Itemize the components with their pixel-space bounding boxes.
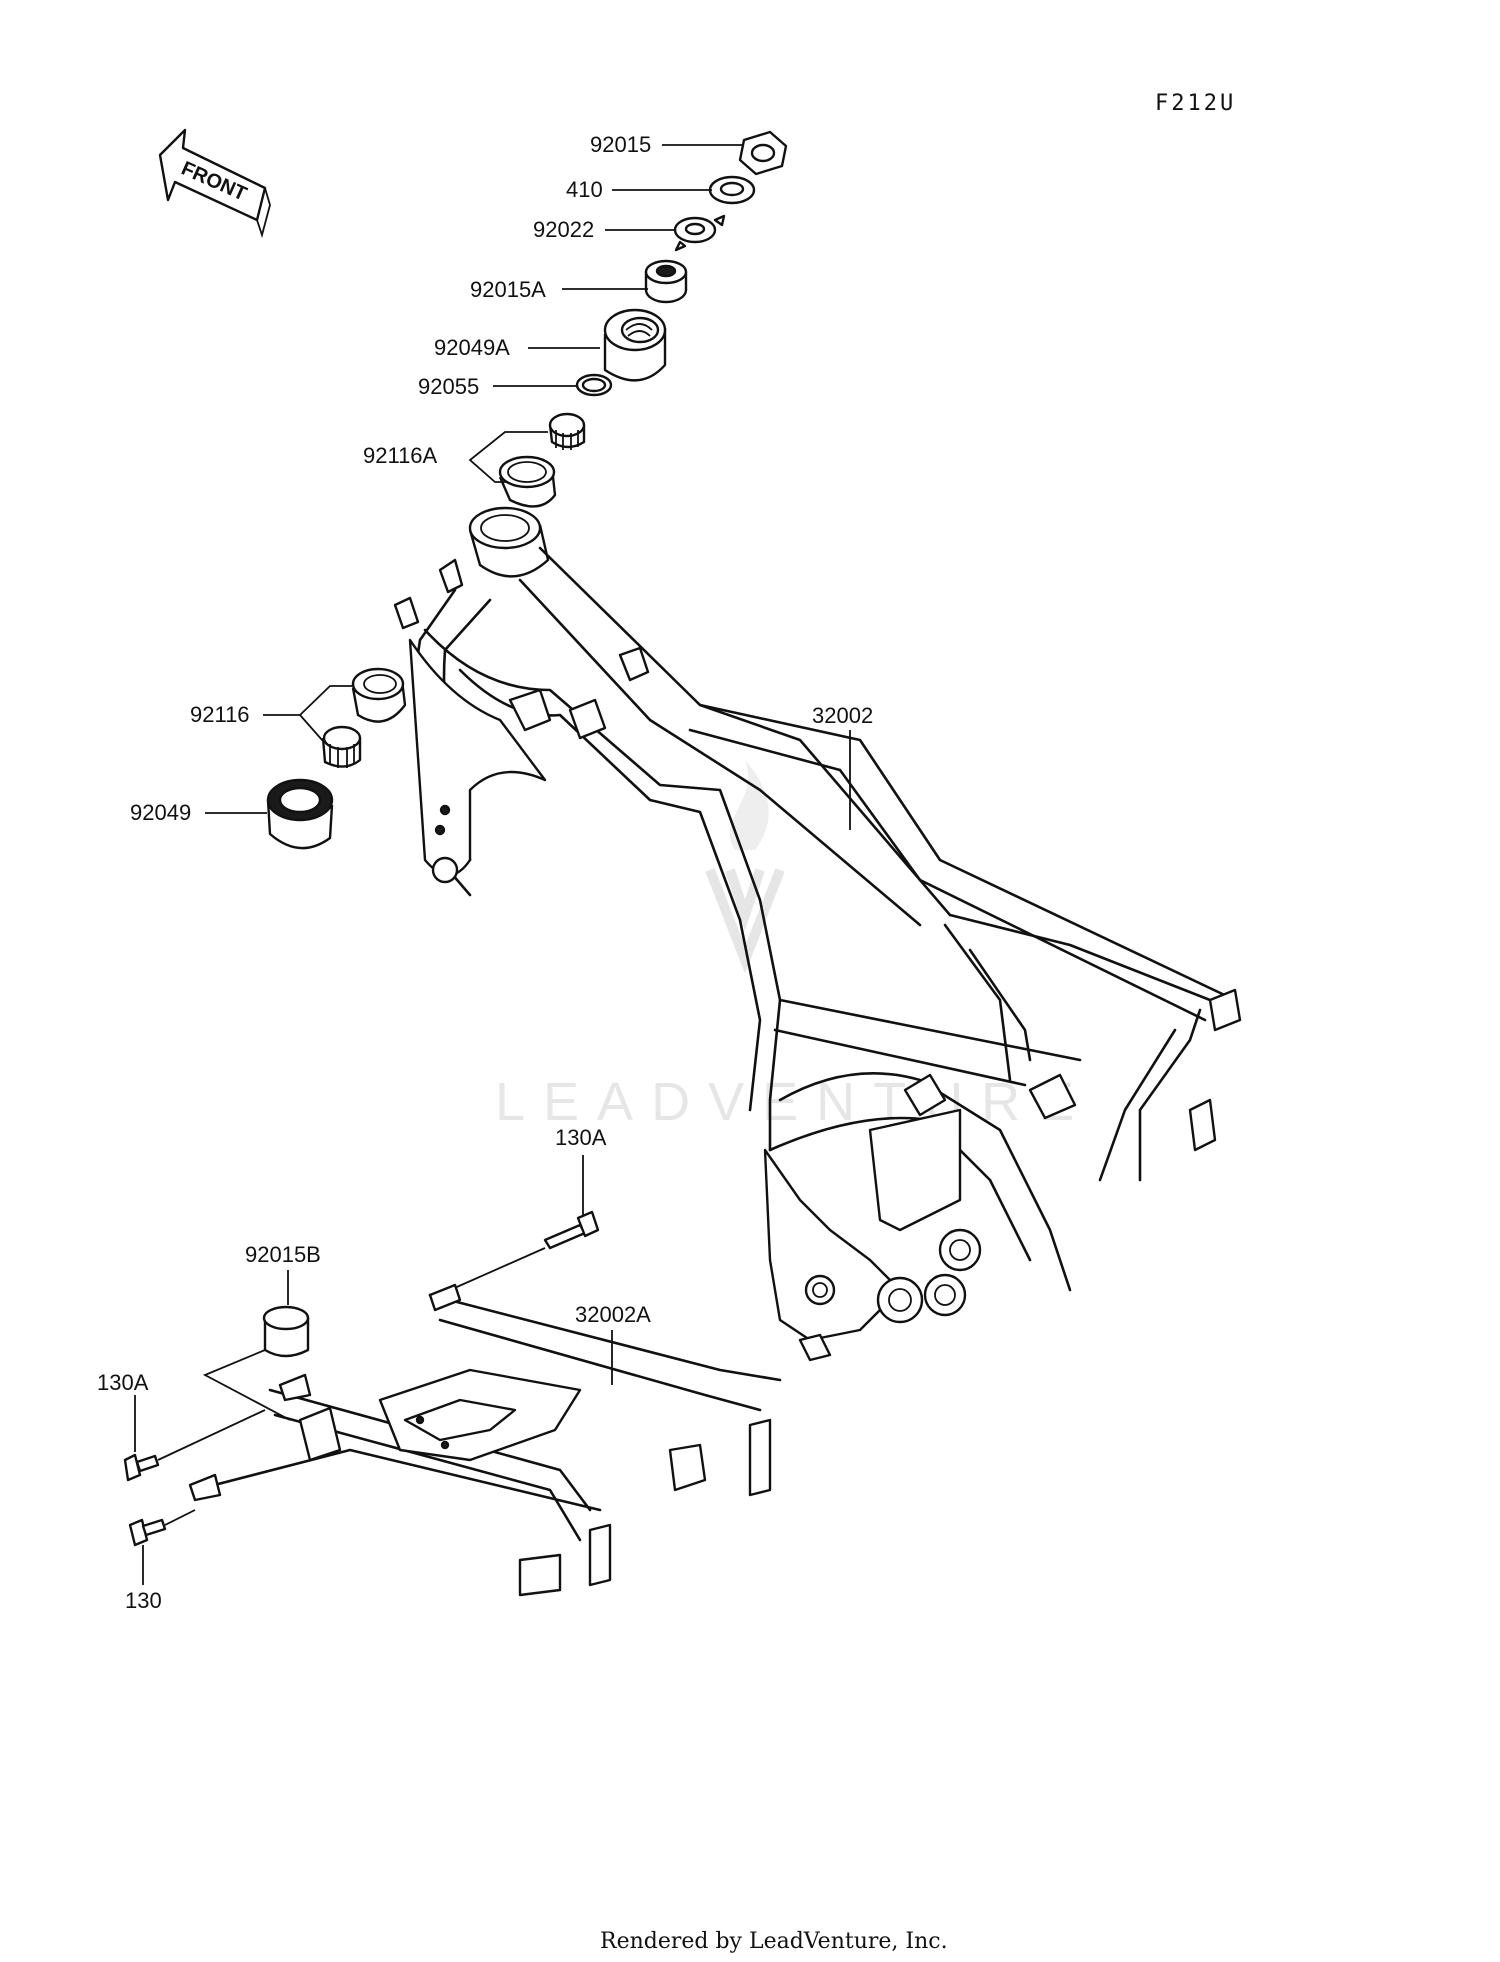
- watermark-text: LEADVENTURE: [495, 1072, 1092, 1132]
- nut-92015A-icon: [644, 259, 688, 304]
- callout-130A-left: 130A: [97, 1370, 149, 1395]
- callout-92049: 92049: [130, 800, 191, 825]
- figure-code: F212U: [1155, 91, 1236, 116]
- oring-92055-icon: [575, 373, 613, 397]
- callout-92022: 92022: [533, 217, 594, 242]
- callout-32002: 32002: [812, 703, 873, 728]
- callout-92015B: 92015B: [245, 1242, 321, 1267]
- seal-92049A-icon: [603, 308, 667, 382]
- lower-bearings: 92116 92049: [130, 667, 407, 850]
- bolt-130-icon: [128, 1518, 167, 1547]
- bearing-92116A-icon: [498, 412, 586, 508]
- callout-92116A: 92116A: [363, 443, 438, 468]
- watermark: LEADVENTURE: [495, 760, 1092, 1132]
- front-arrow-icon: FRONT: [158, 128, 271, 239]
- callout-92015: 92015: [590, 132, 651, 157]
- callout-92049A: 92049A: [434, 335, 510, 360]
- bolt-130A-icon: [543, 1210, 600, 1250]
- main-frame-32002: [393, 506, 1242, 1362]
- steering-stack: 92015 410 92022 92015A: [363, 130, 788, 508]
- subframe-32002A: [188, 1283, 782, 1597]
- callout-32002A: 32002A: [575, 1302, 651, 1327]
- washer-410-icon: [708, 175, 756, 205]
- footer-credit: Rendered by LeadVenture, Inc.: [600, 1929, 948, 1954]
- lockwasher-92022-icon: [673, 214, 726, 252]
- callout-410: 410: [566, 177, 603, 202]
- callout-92116: 92116: [190, 702, 250, 727]
- bolt-130A-left-icon: [123, 1453, 160, 1482]
- callout-130: 130: [125, 1588, 162, 1613]
- seal-92049-icon: [266, 778, 334, 850]
- bearing-92116-icon: [321, 667, 407, 768]
- callout-92055: 92055: [418, 374, 479, 399]
- callout-92015A: 92015A: [470, 277, 546, 302]
- nut-92015-icon: [738, 130, 788, 176]
- callout-130A-top: 130A: [555, 1125, 607, 1150]
- collar-92015B-icon: [262, 1305, 310, 1358]
